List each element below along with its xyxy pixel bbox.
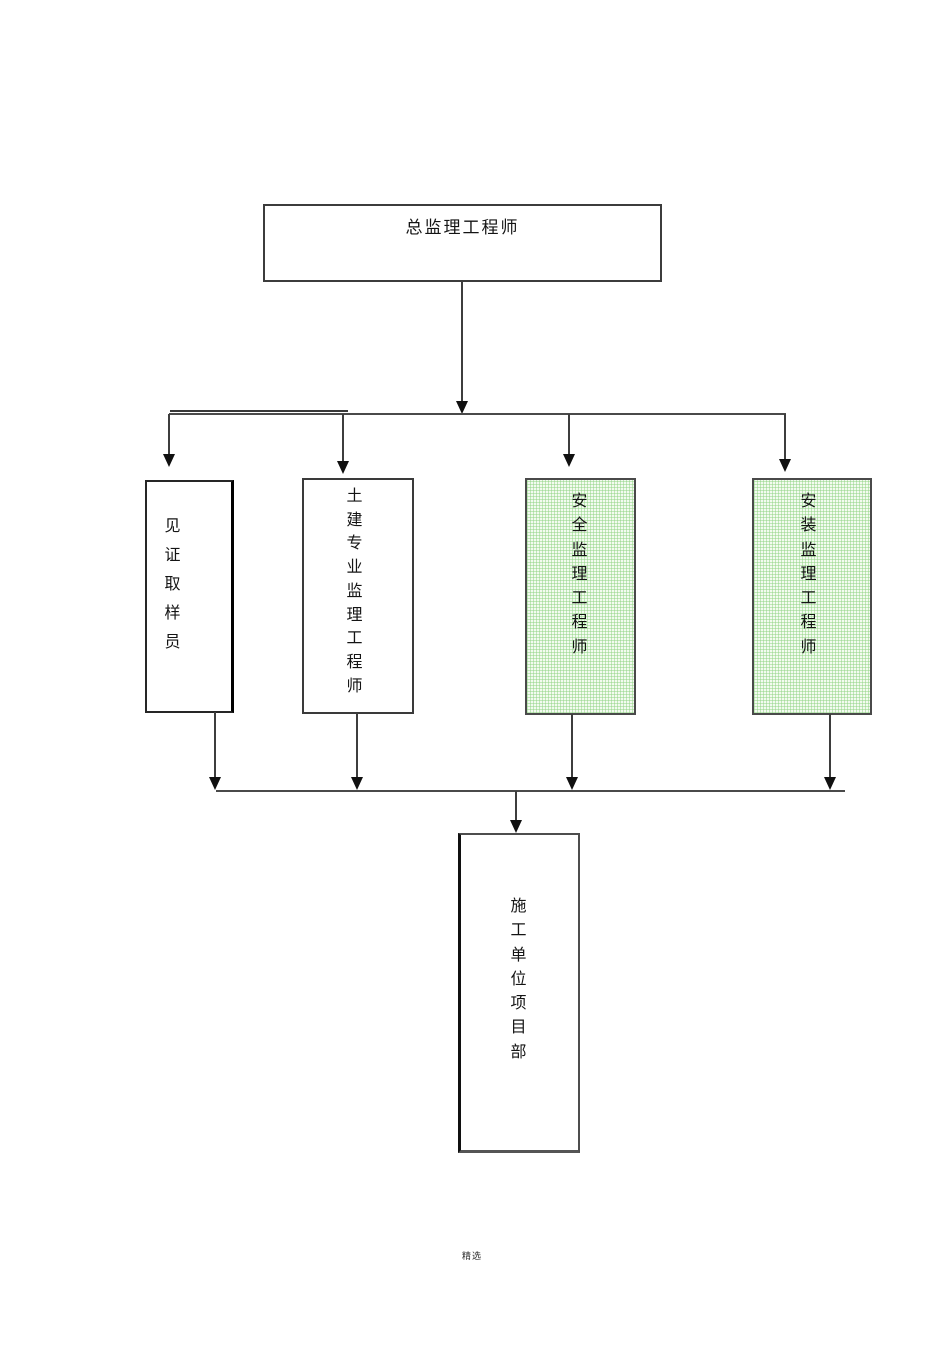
connector-drop-1 [168,414,170,456]
arrow-down-icon [824,777,836,790]
arrow-down-icon [351,777,363,790]
installation-supervision-engineer-label: 安装监理工程师 [800,493,817,656]
connector-drop-2 [342,414,344,463]
connector-up-1 [214,712,216,778]
connector-bottom-hline [216,790,845,792]
connector-up-2 [356,713,358,778]
arrow-down-icon [209,777,221,790]
connector-top-hline-segment [170,410,348,412]
arrow-down-icon [563,454,575,467]
witness-sampler-label: 见证取样员 [164,518,181,651]
arrow-down-icon [456,401,468,414]
chief-supervision-engineer-box: 总监理工程师 [263,204,662,282]
connector-final-stem [515,791,517,821]
construction-unit-project-dept-box: 施工单位项目部 [458,833,580,1153]
arrow-down-icon [779,459,791,472]
arrow-down-icon [163,454,175,467]
connector-up-3 [571,714,573,778]
connector-up-4 [829,714,831,778]
construction-unit-project-dept-label: 施工单位项目部 [510,898,527,1061]
chief-supervision-engineer-label: 总监理工程师 [405,218,520,237]
safety-supervision-engineer-box: 安全监理工程师 [525,478,636,715]
connector-drop-3 [568,414,570,456]
arrow-down-icon [510,820,522,833]
connector-top-stem [461,282,463,402]
connector-drop-4 [784,414,786,461]
witness-sampler-box: 见证取样员 [145,480,234,713]
civil-supervision-engineer-label: 土建专业监理工程师 [346,488,363,695]
footer-watermark: 精选 [461,1251,482,1261]
connector-top-hline [169,413,786,415]
safety-supervision-engineer-label: 安全监理工程师 [571,493,588,656]
civil-supervision-engineer-box: 土建专业监理工程师 [302,478,414,714]
arrow-down-icon [337,461,349,474]
installation-supervision-engineer-box: 安装监理工程师 [752,478,872,715]
arrow-down-icon [566,777,578,790]
